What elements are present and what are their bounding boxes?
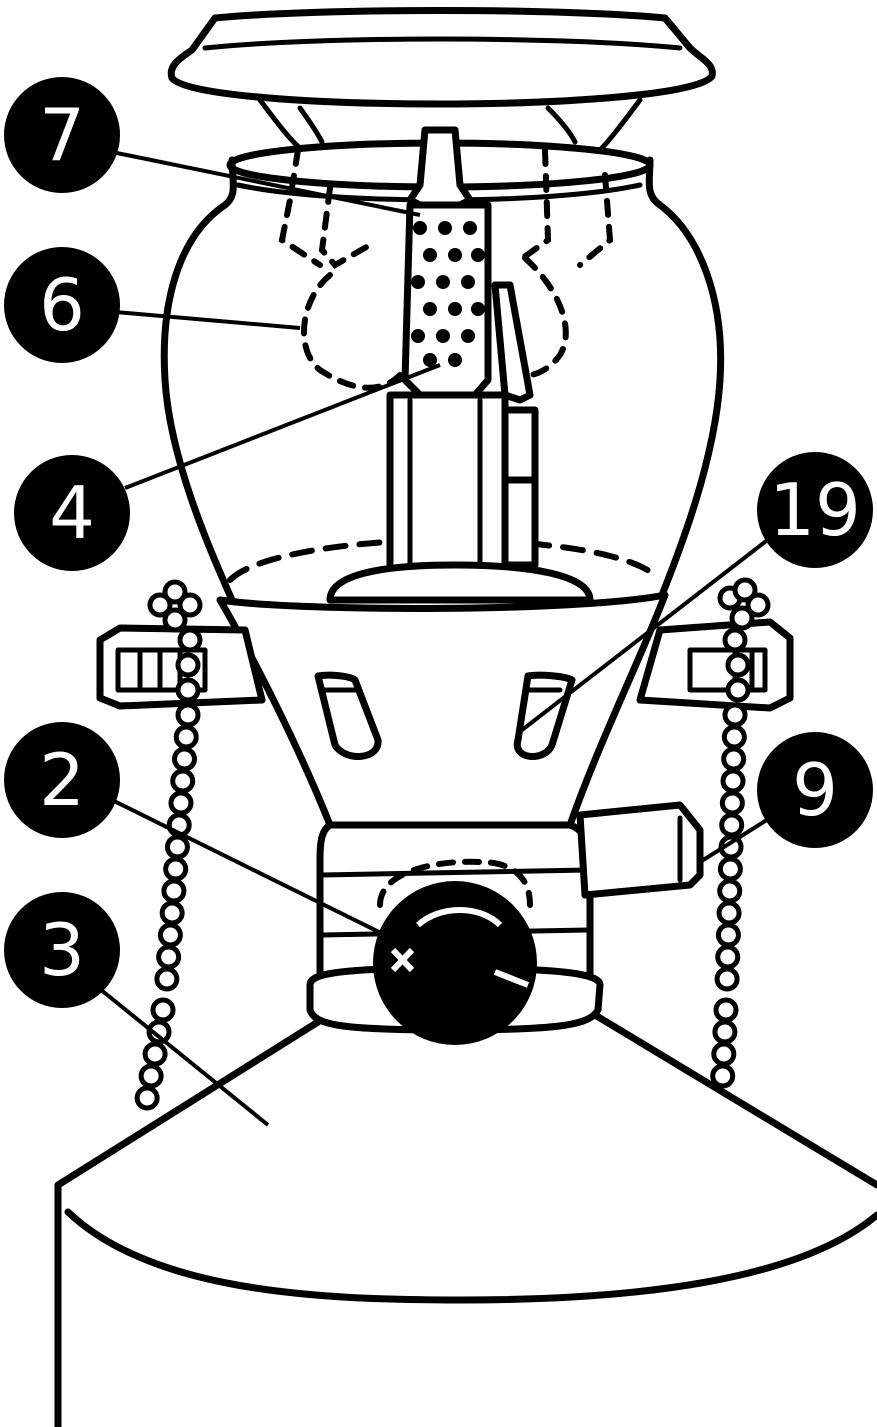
- chain-bead: [725, 677, 751, 703]
- chain-bead: [725, 652, 751, 678]
- chain-bead: [173, 724, 199, 750]
- chain-bead: [159, 900, 185, 926]
- chain-bead: [710, 1063, 736, 1089]
- chain-bead: [715, 944, 741, 970]
- burner-perforations: [411, 221, 485, 367]
- chain-bead: [713, 997, 739, 1023]
- chain-bead: [175, 702, 201, 728]
- chain-bead: [711, 1041, 737, 1067]
- callout-19-label: 19: [769, 468, 861, 552]
- callout-6-label: 6: [39, 263, 85, 347]
- chain-bead: [171, 746, 197, 772]
- chain-bead: [719, 790, 745, 816]
- bead-chains: [134, 577, 771, 1111]
- chain-bead: [170, 768, 196, 794]
- chain-bead: [722, 702, 748, 728]
- chain-bead: [717, 856, 743, 882]
- callout-4: 4: [14, 455, 130, 571]
- plus-icon: [390, 947, 415, 973]
- callout-19: 19: [757, 452, 873, 568]
- chain-bead: [163, 856, 189, 882]
- chain-bead: [161, 878, 187, 904]
- chain-bead: [147, 592, 173, 618]
- frame-arms: [278, 147, 614, 269]
- chain-bead: [719, 812, 745, 838]
- callout-leaders: [93, 150, 772, 1127]
- callout-2: 2: [4, 722, 120, 838]
- chain-bead: [142, 1041, 168, 1067]
- callout-4-label: 4: [49, 471, 95, 555]
- callout-9: 9: [757, 732, 873, 848]
- callout-6: 6: [4, 247, 120, 363]
- chain-bead: [175, 677, 201, 703]
- chain-bead: [138, 1063, 164, 1089]
- mantle: [301, 255, 569, 391]
- callout-7-label: 7: [39, 93, 85, 177]
- chain-bead: [157, 922, 183, 948]
- chain-bead: [162, 607, 188, 633]
- callout-2-label: 2: [39, 738, 85, 822]
- chain-bead: [717, 878, 743, 904]
- control-knob-icon: [373, 858, 537, 1045]
- callout-7: 7: [4, 77, 120, 193]
- lantern-lid: [167, 7, 716, 153]
- chain-bead: [175, 652, 201, 678]
- lantern-collar: [216, 591, 669, 829]
- chain-bead: [150, 997, 176, 1023]
- fuel-cylinder: [54, 1011, 877, 1427]
- chain-bead: [177, 627, 203, 653]
- callouts: 7 6 4 19 2 9 3: [4, 77, 873, 1008]
- chain-bead: [721, 746, 747, 772]
- chain-bead: [732, 577, 758, 603]
- callout-3-label: 3: [39, 908, 85, 992]
- chain-bead: [162, 579, 188, 605]
- chain-bead: [722, 627, 748, 653]
- chain-bead: [715, 922, 741, 948]
- chain-bead: [712, 1019, 738, 1045]
- chain-bead: [716, 900, 742, 926]
- chain-bead: [745, 592, 771, 618]
- chain-bead: [729, 605, 755, 631]
- chain-bead: [177, 592, 203, 618]
- chain-bead: [714, 966, 740, 992]
- burner-base: [326, 561, 594, 604]
- chain-bead: [164, 834, 190, 860]
- minus-icon: [493, 969, 530, 988]
- chain-bead: [156, 944, 182, 970]
- chain-bead: [146, 1019, 172, 1045]
- callout-9-label: 9: [792, 748, 838, 832]
- chain-bead: [168, 790, 194, 816]
- chain-bead: [720, 768, 746, 794]
- igniter-button: [576, 801, 704, 899]
- chain-bead: [134, 1085, 160, 1111]
- chain-bead: [154, 966, 180, 992]
- chain-bead: [721, 724, 747, 750]
- callout-3: 3: [4, 892, 120, 1008]
